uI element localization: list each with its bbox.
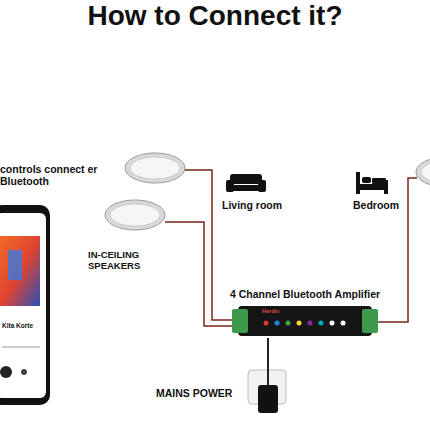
play-button bbox=[0, 366, 12, 378]
amp-button bbox=[330, 321, 335, 326]
amplifier-label: 4 Channel Bluetooth Amplifier bbox=[230, 288, 380, 300]
amp-button bbox=[319, 321, 324, 326]
ceiling-speaker bbox=[125, 153, 185, 183]
sofa-icon bbox=[232, 185, 260, 191]
power-cord bbox=[267, 338, 269, 365]
amp-button bbox=[297, 321, 302, 326]
amp-button bbox=[286, 321, 291, 326]
speaker-wire bbox=[378, 215, 408, 322]
ceiling-speaker bbox=[416, 157, 430, 187]
progress-bar bbox=[2, 346, 40, 348]
amp-button bbox=[275, 321, 280, 326]
phone-frame bbox=[0, 205, 50, 405]
bed-icon bbox=[362, 177, 371, 183]
album-art bbox=[0, 236, 40, 306]
callout-text: controls connect er Bluetooth bbox=[0, 163, 104, 187]
amp-button bbox=[308, 321, 313, 326]
power-cord bbox=[267, 365, 269, 385]
amplifier-box: 4 Channel Bluetooth Amplifier bbox=[232, 286, 378, 338]
song-title: Kita Korte bbox=[2, 322, 42, 329]
room-zone: Bedroom bbox=[340, 160, 430, 215]
speaker-wire bbox=[165, 222, 232, 326]
bed-icon bbox=[358, 184, 386, 190]
power-label: MAINS POWER bbox=[156, 387, 232, 399]
amp-button bbox=[341, 321, 346, 326]
terminal-block bbox=[362, 309, 378, 333]
speaker-grille bbox=[421, 161, 430, 183]
bed-icon bbox=[372, 178, 386, 184]
room-label: Bedroom bbox=[353, 199, 399, 211]
power-source: MAINS POWER bbox=[150, 365, 295, 410]
speaker-wire bbox=[200, 170, 232, 320]
room-label: Living room bbox=[222, 199, 282, 211]
terminal-block bbox=[232, 309, 248, 333]
speaker-group: IN-CEILING SPEAKERS bbox=[85, 140, 200, 275]
album-art-detail bbox=[8, 250, 22, 280]
ceiling-speaker bbox=[105, 200, 165, 230]
phone-screen bbox=[0, 213, 46, 398]
bed-icon bbox=[356, 172, 360, 194]
power-plug bbox=[258, 385, 278, 413]
diagram-title: How to Connect it? bbox=[0, 0, 430, 32]
speaker-grille bbox=[110, 204, 160, 226]
speaker-wire bbox=[408, 178, 417, 215]
speaker-wire bbox=[185, 169, 200, 171]
sofa-icon bbox=[230, 174, 262, 184]
speaker-grille bbox=[130, 157, 180, 179]
brand-label: Herdio bbox=[262, 308, 279, 314]
next-button bbox=[21, 369, 27, 375]
amp-button bbox=[264, 321, 269, 326]
speaker-label: IN-CEILING SPEAKERS bbox=[88, 250, 152, 272]
amplifier-body bbox=[238, 306, 372, 336]
